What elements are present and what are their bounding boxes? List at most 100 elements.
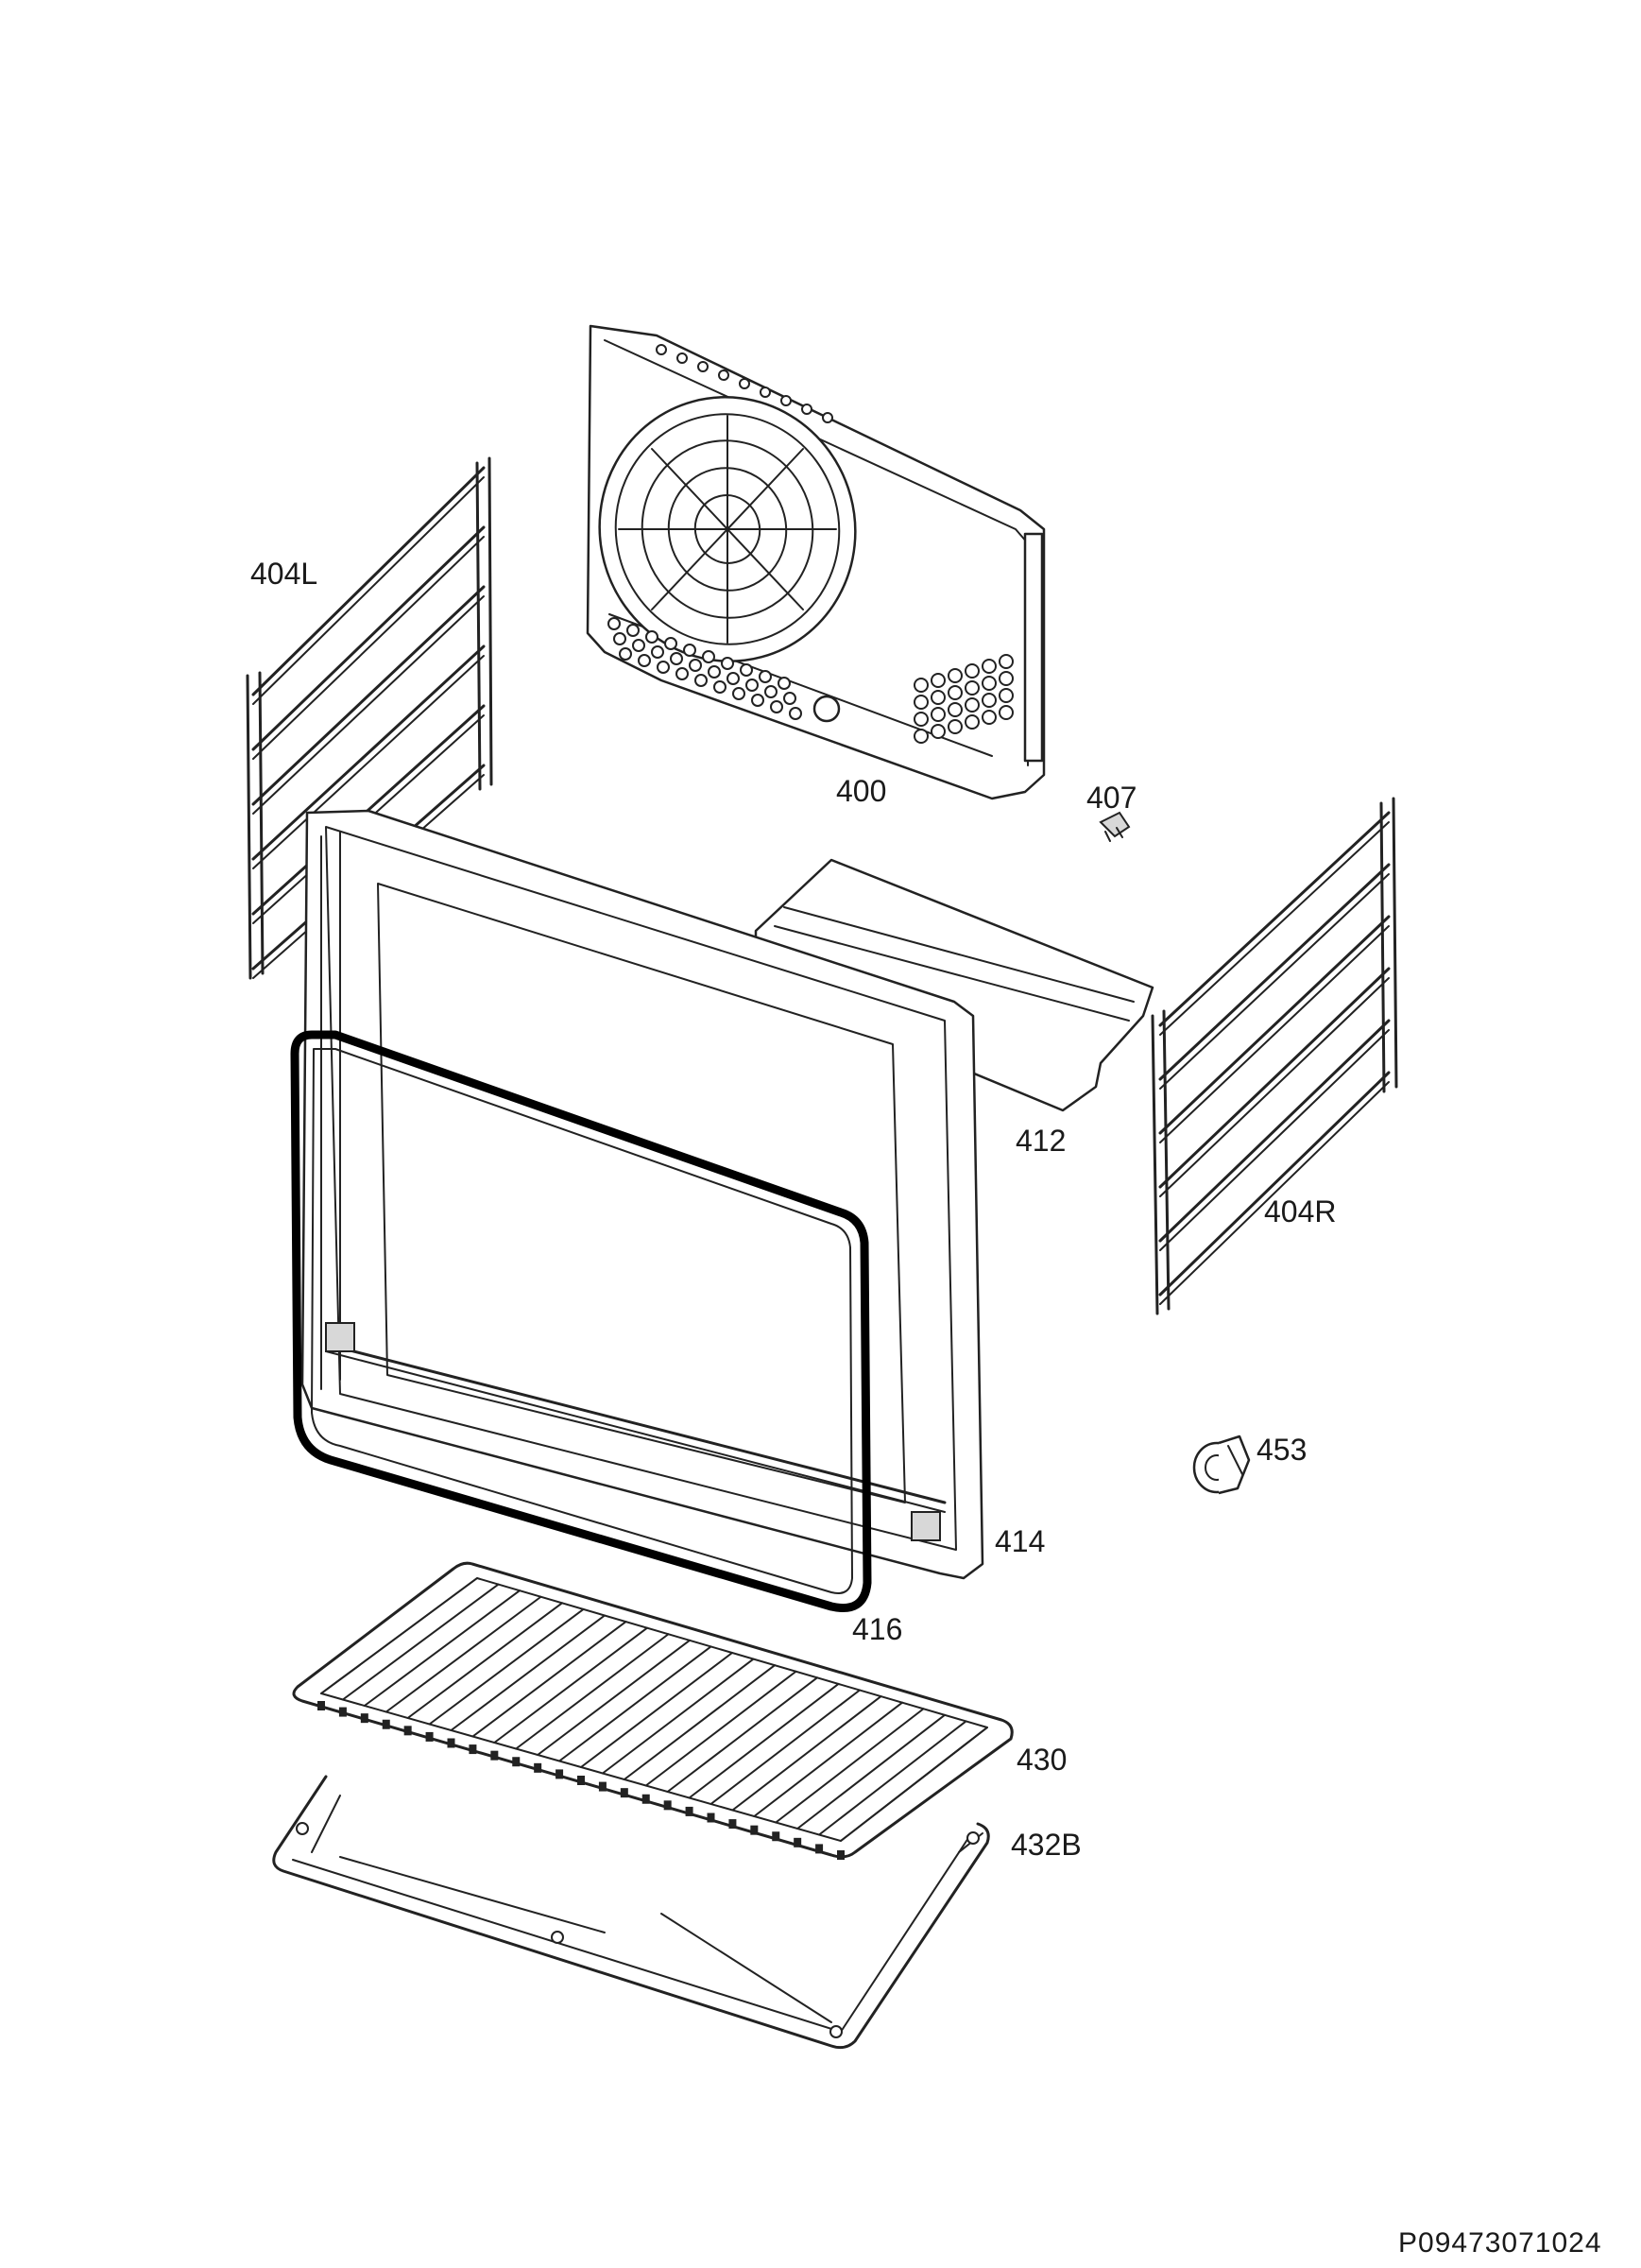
vent-hole <box>759 670 772 683</box>
vent-hole <box>965 714 980 730</box>
rack-wire <box>537 1639 691 1756</box>
label-407: 407 <box>1086 781 1137 815</box>
rack-studs <box>317 1701 845 1860</box>
runner-rail <box>252 595 485 815</box>
rack-wire <box>709 1689 861 1805</box>
rack-stud <box>512 1757 521 1767</box>
rack-wire <box>775 1708 925 1824</box>
rack-wire <box>753 1701 903 1817</box>
vent-hole <box>948 668 963 683</box>
runner-rail <box>1158 863 1391 1081</box>
rack-wire <box>450 1614 606 1731</box>
back-panel-400[interactable] <box>570 324 1046 800</box>
vent-hole <box>619 647 632 661</box>
vent-hole <box>664 637 677 650</box>
vent-hole <box>689 659 702 672</box>
rack-stud <box>620 1788 628 1798</box>
vent-hole <box>999 671 1014 686</box>
vent-hole <box>721 657 734 670</box>
vent-hole <box>965 697 980 713</box>
rack-wire <box>515 1633 670 1750</box>
shelf-runner-404L[interactable] <box>246 456 493 980</box>
vent-hole <box>778 677 791 690</box>
vent-hole <box>931 724 946 739</box>
vent-hole <box>982 676 997 691</box>
rack-stud <box>338 1707 347 1717</box>
vent-hole <box>780 395 792 406</box>
runner-rail <box>1159 873 1390 1090</box>
runner-rail <box>251 466 486 696</box>
runner-rail <box>1159 821 1390 1036</box>
door-frame-414[interactable] <box>300 809 984 1580</box>
runner-rail <box>252 536 485 760</box>
clip-407[interactable] <box>1099 811 1131 842</box>
rack-wire <box>385 1595 542 1713</box>
vent-hole <box>702 650 715 663</box>
vent-hole <box>675 667 689 680</box>
runner-rail <box>1158 915 1391 1135</box>
vent-hole <box>999 705 1014 720</box>
vent-hole <box>931 673 946 688</box>
runner-rail <box>1158 967 1391 1189</box>
vent-hole <box>931 707 946 722</box>
vent-hole <box>760 387 771 398</box>
rack-stud <box>641 1794 650 1804</box>
vent-hole <box>697 361 709 372</box>
label-400: 400 <box>836 774 886 808</box>
vent-hole <box>914 678 929 693</box>
rack-wire <box>840 1727 988 1842</box>
vent-hole <box>982 693 997 708</box>
wire-rack-430[interactable] <box>292 1561 1014 1860</box>
rack-wire <box>406 1602 563 1719</box>
runner-rails <box>1158 811 1391 1305</box>
vent-hole <box>982 710 997 725</box>
rack-stud <box>360 1713 368 1724</box>
vent-hole <box>632 639 645 652</box>
rack-wire <box>818 1720 967 1836</box>
rack-stud <box>837 1850 845 1860</box>
rack-stud <box>728 1819 737 1830</box>
vent-hole <box>914 729 929 744</box>
baking-tray-432B[interactable] <box>272 1775 990 2050</box>
vent-hole <box>822 412 833 423</box>
rack-wire <box>341 1583 500 1701</box>
runner-rail <box>251 525 486 751</box>
shelf-runner-404R[interactable] <box>1151 797 1398 1315</box>
vent-hole <box>670 652 683 665</box>
vent-hole <box>607 617 621 630</box>
vent-hole <box>656 344 667 355</box>
lamp-holder-453[interactable] <box>1192 1435 1251 1495</box>
runner-rail <box>251 644 486 861</box>
rack-stud <box>534 1762 542 1773</box>
rack-wire <box>320 1577 478 1694</box>
vent-hole <box>999 688 1014 703</box>
rack-wire <box>471 1621 627 1738</box>
rack-stud <box>794 1837 802 1847</box>
vent-hole <box>694 674 708 687</box>
rack-wire <box>688 1682 840 1799</box>
rack-stud <box>750 1825 759 1835</box>
rack-stud <box>556 1769 564 1779</box>
vent-hole <box>708 665 721 679</box>
vent-hole <box>914 712 929 727</box>
vent-hole <box>982 659 997 674</box>
vent-hole <box>657 661 670 674</box>
label-453: 453 <box>1256 1433 1307 1467</box>
rack-stud <box>490 1750 499 1761</box>
runner-rail <box>1158 1019 1391 1243</box>
vent-hole <box>965 680 980 696</box>
vent-hole <box>638 654 651 667</box>
vent-hole <box>732 687 745 700</box>
door-gasket-416[interactable] <box>290 1030 872 1612</box>
vent-hole <box>801 404 812 415</box>
runner-rail <box>252 655 485 869</box>
vent-hole <box>948 719 963 734</box>
label-404R: 404R <box>1264 1194 1337 1228</box>
rack-stud <box>403 1726 412 1736</box>
vent-hole <box>948 702 963 717</box>
rack-stud <box>577 1776 585 1785</box>
vent-hole <box>645 630 658 644</box>
rack-stud <box>425 1731 434 1742</box>
rack-stud <box>382 1719 390 1729</box>
